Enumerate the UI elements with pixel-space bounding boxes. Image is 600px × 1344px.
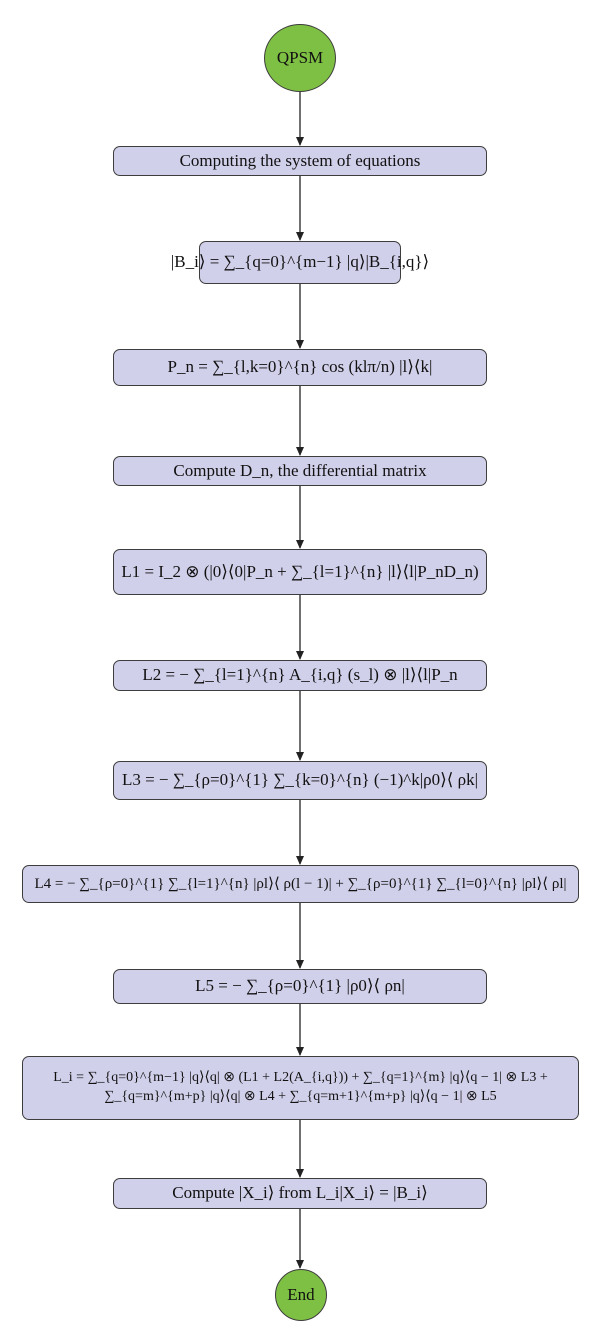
- step-label: |B_i⟩ = ∑_{q=0}^{m−1} |q⟩|B_{i,q}⟩: [170, 252, 430, 272]
- step-label: Compute D_n, the differential matrix: [173, 460, 427, 480]
- end-label: End: [287, 1285, 315, 1304]
- step-b-vector: |B_i⟩ = ∑_{q=0}^{m−1} |q⟩|B_{i,q}⟩: [171, 241, 429, 284]
- step-label: L3 = − ∑_{ρ=0}^{1} ∑_{k=0}^{n} (−1)^k|ρ0…: [121, 770, 479, 790]
- step-l4: L4 = − ∑_{ρ=0}^{1} ∑_{l=1}^{n} |ρl⟩⟨ ρ(l…: [22, 865, 579, 903]
- step-p-matrix: P_n = ∑_{l,k=0}^{n} cos (klπ/n) |l⟩⟨k|: [113, 349, 487, 386]
- start-label: QPSM: [276, 48, 324, 67]
- step-differential-matrix: Compute D_n, the differential matrix: [113, 456, 487, 486]
- step-label: P_n = ∑_{l,k=0}^{n} cos (klπ/n) |l⟩⟨k|: [167, 357, 433, 377]
- step-label: L_i = ∑_{q=0}^{m−1} |q⟩⟨q| ⊗ (L1 + L2(A_…: [53, 1070, 548, 1104]
- step-label: L1 = I_2 ⊗ (|0⟩⟨0|P_n + ∑_{l=1}^{n} |l⟩⟨…: [121, 561, 479, 581]
- step-l1: L1 = I_2 ⊗ (|0⟩⟨0|P_n + ∑_{l=1}^{n} |l⟩⟨…: [113, 549, 487, 595]
- step-l5: L5 = − ∑_{ρ=0}^{1} |ρ0⟩⟨ ρn|: [113, 969, 487, 1004]
- step-label: L5 = − ∑_{ρ=0}^{1} |ρ0⟩⟨ ρn|: [195, 976, 405, 996]
- step-solve-x: Compute |X_i⟩ from L_i|X_i⟩ = |B_i⟩: [113, 1178, 487, 1209]
- step-l3: L3 = − ∑_{ρ=0}^{1} ∑_{k=0}^{n} (−1)^k|ρ0…: [113, 761, 487, 800]
- step-compute-system: Computing the system of equations: [113, 146, 487, 176]
- step-l2: L2 = − ∑_{l=1}^{n} A_{i,q} (s_l) ⊗ |l⟩⟨l…: [113, 660, 487, 691]
- end-node: End: [275, 1269, 327, 1321]
- step-li-assembly: L_i = ∑_{q=0}^{m−1} |q⟩⟨q| ⊗ (L1 + L2(A_…: [22, 1056, 579, 1120]
- step-label: Computing the system of equations: [179, 150, 421, 170]
- step-label: L4 = − ∑_{ρ=0}^{1} ∑_{l=1}^{n} |ρl⟩⟨ ρ(l…: [34, 875, 567, 892]
- step-label: L2 = − ∑_{l=1}^{n} A_{i,q} (s_l) ⊗ |l⟩⟨l…: [142, 665, 458, 685]
- start-node: QPSM: [264, 24, 336, 92]
- step-label: Compute |X_i⟩ from L_i|X_i⟩ = |B_i⟩: [172, 1183, 428, 1203]
